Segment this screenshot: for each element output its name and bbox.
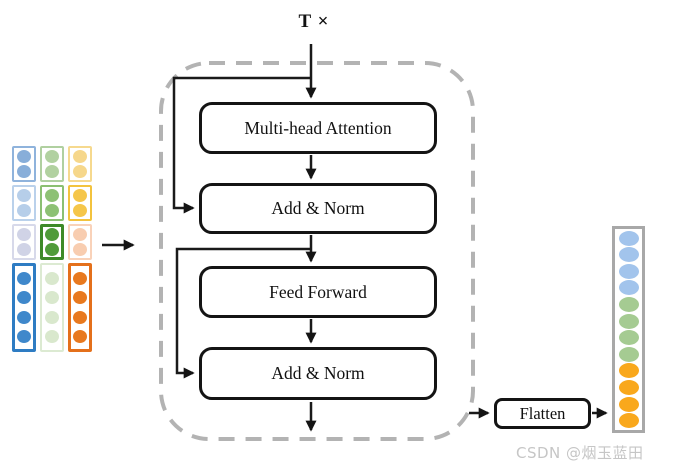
token-dot <box>73 272 87 286</box>
token-dot <box>73 228 87 241</box>
token-dot <box>45 242 59 256</box>
token-dot <box>17 228 31 241</box>
add-norm-1-label: Add & Norm <box>271 198 365 218</box>
output-vector <box>612 226 645 433</box>
encoder-dashed-boundary <box>159 61 475 441</box>
token-cell <box>68 263 92 352</box>
input-grid <box>12 146 92 352</box>
token-dot <box>17 150 31 163</box>
output-dot <box>618 330 639 346</box>
token-cell <box>68 224 92 260</box>
token-cell <box>68 146 92 182</box>
output-dot <box>618 313 639 329</box>
token-dot <box>73 189 87 202</box>
token-dot <box>17 310 31 324</box>
arrows <box>102 44 608 432</box>
token-dot <box>73 310 87 324</box>
residual-2-line <box>175 247 311 379</box>
token-dot <box>17 243 31 256</box>
output-dot <box>618 230 639 246</box>
output-dot <box>618 413 639 429</box>
token-cell <box>12 146 36 182</box>
token-dot <box>45 271 59 285</box>
residual-1-line <box>172 76 311 214</box>
output-dot <box>618 380 639 396</box>
flatten-label: Flatten <box>519 403 566 423</box>
token-dot <box>73 291 87 305</box>
feed-forward-block: Feed Forward <box>199 266 437 318</box>
add-norm-1-block: Add & Norm <box>199 183 437 234</box>
token-cell <box>40 224 64 260</box>
output-dot <box>618 297 639 313</box>
multi-head-attention-block: Multi-head Attention <box>199 102 437 154</box>
input-grid-column-blue <box>12 146 36 352</box>
token-dot <box>73 204 87 217</box>
watermark-text: CSDN @烟玉蓝田 <box>516 444 644 462</box>
token-cell <box>12 263 36 352</box>
token-dot <box>73 329 87 343</box>
add-norm-2-label: Add & Norm <box>271 363 365 383</box>
output-dot <box>618 247 639 263</box>
flatten-block: Flatten <box>494 398 591 429</box>
token-dot <box>45 228 59 242</box>
token-dot <box>45 330 59 344</box>
token-dot <box>17 204 31 217</box>
output-dot <box>618 263 639 279</box>
token-dot <box>45 165 59 178</box>
output-dot <box>618 396 639 412</box>
token-dot <box>73 150 87 163</box>
input-grid-column-orange <box>68 146 92 352</box>
token-dot <box>45 150 59 163</box>
token-dot <box>17 291 31 305</box>
token-dot <box>17 165 31 178</box>
token-dot <box>45 204 59 217</box>
token-cell <box>40 185 64 221</box>
token-dot <box>17 329 31 343</box>
token-dot <box>17 189 31 202</box>
token-cell <box>12 185 36 221</box>
token-dot <box>73 243 87 256</box>
token-dot <box>45 291 59 305</box>
token-cell <box>40 146 64 182</box>
input-grid-column-green <box>40 146 64 352</box>
output-dot <box>618 280 639 296</box>
add-norm-2-block: Add & Norm <box>199 347 437 400</box>
repeat-count-label: T × <box>298 11 330 32</box>
token-dot <box>73 165 87 178</box>
multi-head-attention-label: Multi-head Attention <box>244 117 392 138</box>
feed-forward-label: Feed Forward <box>269 281 367 302</box>
output-dot <box>618 346 639 362</box>
output-dot <box>618 363 639 379</box>
token-dot <box>45 310 59 324</box>
token-cell <box>68 185 92 221</box>
token-dot <box>45 189 59 202</box>
token-cell <box>12 224 36 260</box>
token-cell <box>40 263 64 352</box>
token-dot <box>17 272 31 286</box>
